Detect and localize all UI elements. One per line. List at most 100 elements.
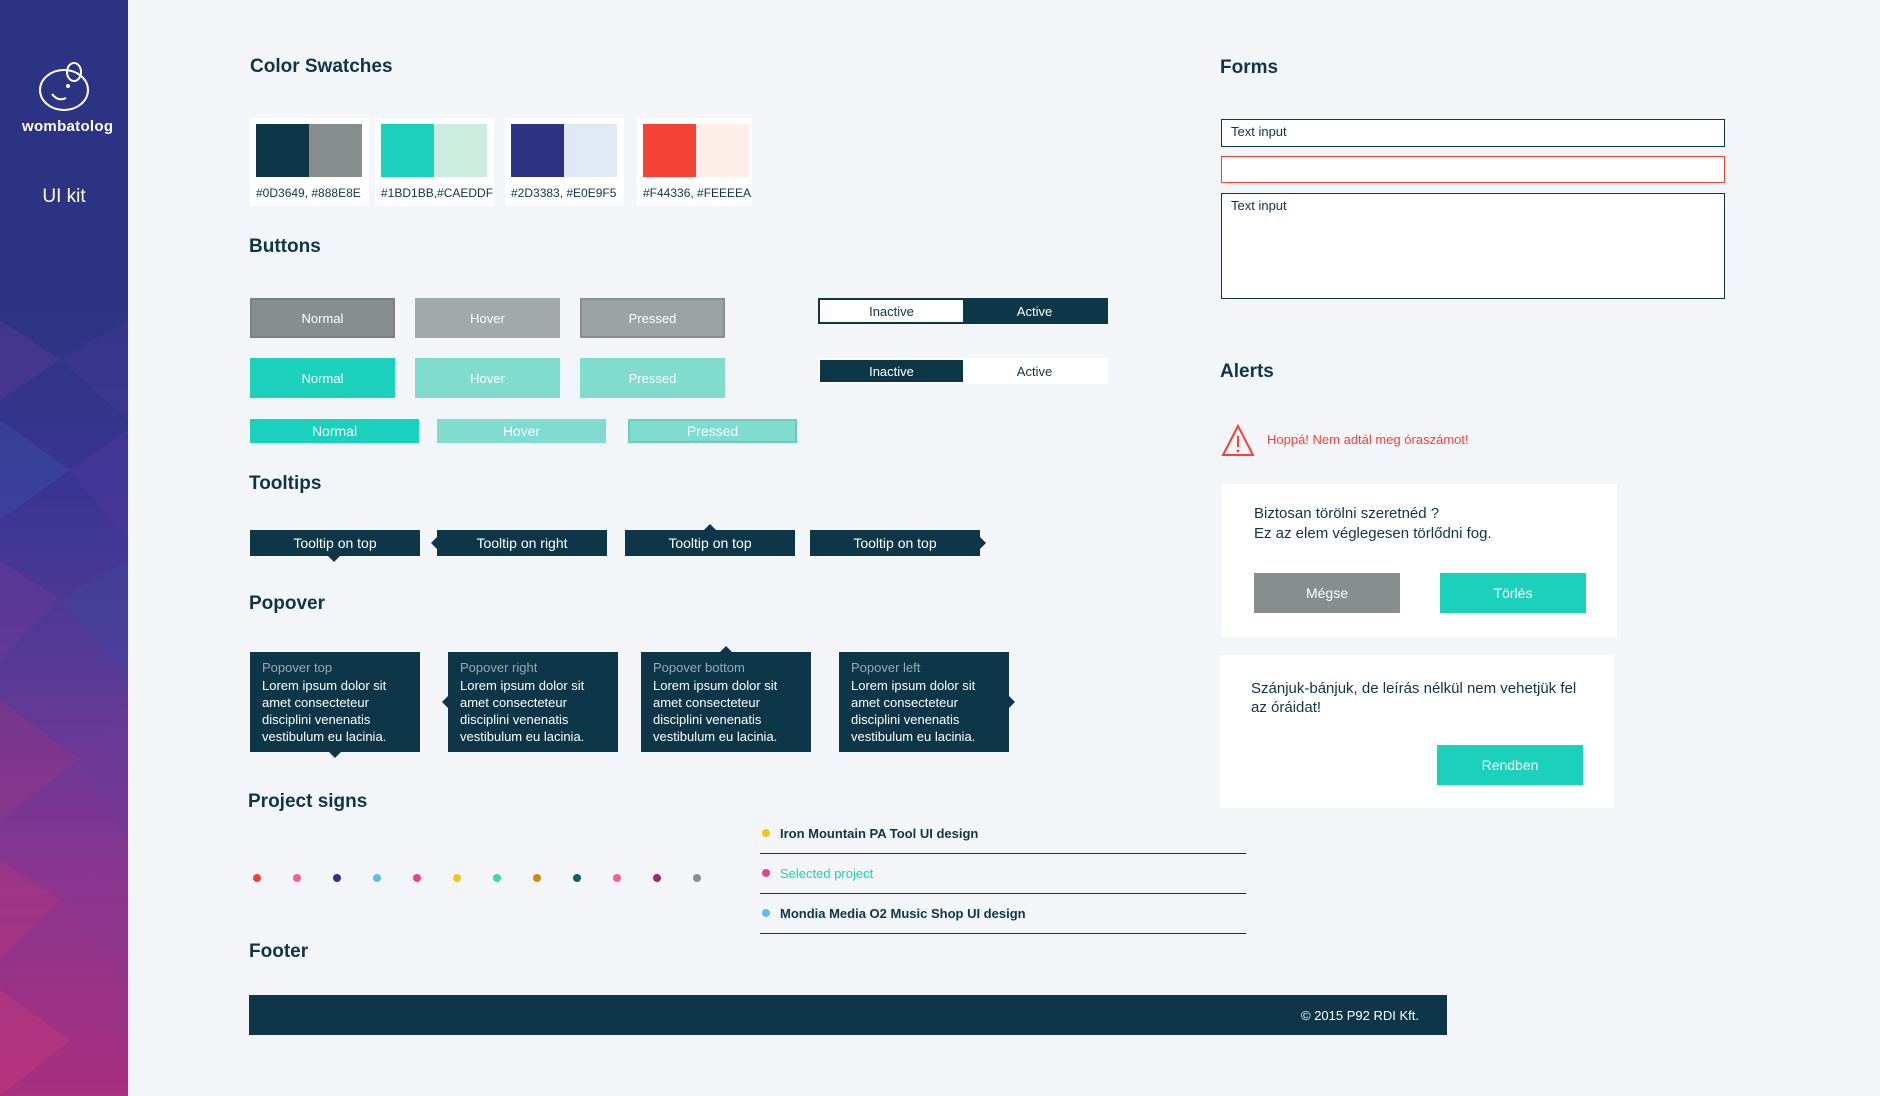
wombat-logo-icon [39,62,89,111]
project-sign-dot [293,874,301,882]
delete-button[interactable]: Törlés [1440,573,1586,613]
popover-body: Lorem ipsum dolor sit amet consecteteur … [460,678,585,744]
project-sign-dot [453,874,461,882]
confirm-dialog: Biztosan törölni szeretnéd ? Ez az elem … [1222,484,1617,637]
toggle-active-option[interactable]: Active [963,360,1106,382]
teal-flat-pressed-button[interactable]: Pressed [628,419,797,443]
swatch-color-primary [256,124,309,177]
popover-arrow-icon [329,752,341,758]
gray-normal-button[interactable]: Normal [250,298,395,338]
project-sign-dot [573,874,581,882]
cancel-button[interactable]: Mégse [1254,573,1400,613]
project-sign-dot [253,874,261,882]
project-sign-dot [653,874,661,882]
error-alert-text: Hoppá! Nem adtál meg óraszámot! [1267,432,1469,447]
swatch-color-secondary [696,124,749,177]
project-sign-dot [413,874,421,882]
swatch-color-primary [511,124,564,177]
project-sign-dot [373,874,381,882]
text-input-error[interactable] [1221,156,1725,183]
project-list-item[interactable]: Selected project [760,853,1246,894]
popover-arrow-icon [442,696,448,708]
tooltip-label: Tooltip on top [668,535,752,551]
info-text: Szánjuk-bánjuk, de leírás nélkül nem veh… [1251,680,1577,716]
tooltip-arrow-icon [431,537,437,549]
footer-heading: Footer [249,941,309,962]
popover-right: Popover right Lorem ipsum dolor sit amet… [442,652,618,752]
tooltip-label: Tooltip on top [293,535,377,551]
tooltip-label: Tooltip on right [476,535,568,551]
tooltip-arrow-icon [704,524,716,530]
popover-heading: Popover [249,593,326,614]
tooltip-right: Tooltip on right [431,530,607,556]
swatch-label: #0D3649, #888E8E [256,186,361,200]
swatch-card: #0D3649, #888E8E [250,118,369,206]
swatch-card: #F44336, #FEEEEA [637,118,752,206]
popover-title: Popover right [460,660,538,675]
project-list-item[interactable]: Mondia Media O2 Music Shop UI design [760,893,1246,934]
teal-normal-button[interactable]: Normal [250,358,395,398]
swatch-label: #2D3383, #E0E9F5 [511,186,617,200]
swatch-card: #1BD1BB,#CAEDDF [375,118,494,206]
teal-pressed-button[interactable]: Pressed [580,358,725,398]
warning-icon [1221,424,1255,456]
swatch-card: #2D3383, #E0E9F5 [505,118,624,206]
brand-logo[interactable]: wombatolog [22,58,114,135]
gray-hover-button[interactable]: Hover [415,298,560,338]
toggle-active-option[interactable]: Active [963,300,1106,322]
sidebar-pattern [0,320,128,1096]
buttons-heading: Buttons [249,236,321,257]
toggle-inactive-option[interactable]: Inactive [820,360,963,382]
popover-body: Lorem ipsum dolor sit amet consecteteur … [653,678,778,744]
popover-left: Popover left Lorem ipsum dolor sit amet … [839,652,1015,752]
swatch-color-secondary [309,124,362,177]
swatches-heading: Color Swatches [250,56,393,77]
forms-heading: Forms [1220,57,1279,78]
gray-pressed-button[interactable]: Pressed [580,298,725,338]
text-input[interactable]: Text input [1221,119,1725,147]
project-sign-dot [693,874,701,882]
tooltip-top: Tooltip on top [625,524,795,556]
footer-bar: © 2015 P92 RDI Kft. [249,995,1447,1035]
popover-arrow-icon [1009,696,1015,708]
teal-hover-button[interactable]: Hover [415,358,560,398]
brand-name: wombatolog [22,118,114,135]
info-dialog: Szánjuk-bánjuk, de leírás nélkül nem veh… [1220,655,1614,808]
swatch-color-primary [381,124,434,177]
popover-bottom: Popover bottom Lorem ipsum dolor sit ame… [641,646,811,752]
swatch-color-primary [643,124,696,177]
ok-button[interactable]: Rendben [1437,745,1583,785]
tooltips-heading: Tooltips [249,473,322,494]
copyright-text: © 2015 P92 RDI Kft. [1301,1007,1419,1023]
confirm-body: Ez az elem véglegesen törlődni fog. [1254,525,1492,542]
popover-body: Lorem ipsum dolor sit amet consecteteur … [851,678,976,744]
segmented-toggle: Inactive Active [818,298,1108,324]
project-name: Selected project [780,865,874,881]
popover-title: Popover top [262,660,333,675]
project-sign-dot [493,874,501,882]
tooltip-arrow-icon [328,556,340,562]
textarea[interactable]: Text input [1221,193,1725,299]
project-color-dot [762,909,770,917]
sidebar: wombatolog UI kit [0,0,128,1096]
project-sign-dot [533,874,541,882]
toggle-inactive-option[interactable]: Inactive [820,300,963,322]
project-color-dot [762,869,770,877]
tooltip-arrow-icon [980,537,986,549]
popover-top: Popover top Lorem ipsum dolor sit amet c… [250,652,420,758]
project-sign-dot [333,874,341,882]
sidebar-title[interactable]: UI kit [42,186,86,207]
teal-flat-normal-button[interactable]: Normal [250,419,419,443]
popover-arrow-icon [720,646,732,652]
alerts-heading: Alerts [1220,361,1274,382]
project-list-item[interactable]: Iron Mountain PA Tool UI design [760,813,1246,854]
project-sign-dot [613,874,621,882]
tooltip-label: Tooltip on top [853,535,937,551]
swatch-color-secondary [564,124,617,177]
project-color-dot [762,829,770,837]
tooltip-top: Tooltip on top [250,530,420,562]
popover-title: Popover bottom [653,660,745,675]
teal-flat-hover-button[interactable]: Hover [437,419,606,443]
segmented-toggle: Inactive Active [818,358,1108,384]
swatch-color-secondary [434,124,487,177]
